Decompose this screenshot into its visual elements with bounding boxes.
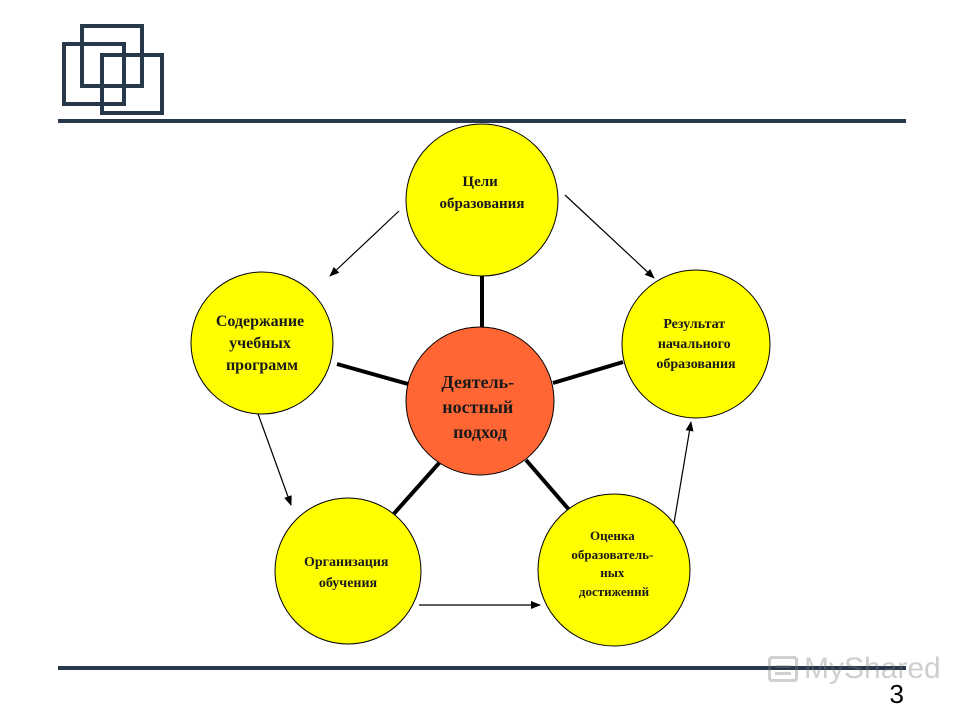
node-result: Результат начального образования (621, 269, 771, 419)
spoke-result (552, 360, 624, 385)
node-content: Содержание учебных программ (190, 271, 334, 415)
node-content-line: учебных (229, 335, 291, 352)
watermark: MyShared (768, 652, 941, 686)
node-organization-line: Организация (304, 555, 389, 570)
overlapping-squares-icon (62, 24, 164, 115)
svg-text:Содержание учебных: Содержание учебных программ (216, 313, 308, 374)
node-assessment-line: достижений (579, 584, 650, 599)
arrow-goals-to-result (564, 194, 655, 279)
node-content-line: программ (226, 357, 298, 374)
node-assessment-line: образователь- (571, 547, 653, 562)
arrow-content-to-organization (256, 410, 292, 506)
node-assessment: Оценка образователь- ных достижений (537, 493, 691, 647)
node-assessment-line: ных (600, 565, 625, 580)
node-center-line: ностный (442, 397, 513, 417)
spoke-organization (389, 460, 442, 519)
projector-icon (768, 656, 798, 682)
node-center: Деятель- ностный подход (405, 326, 555, 476)
svg-text:Оценка образователь-: Оценка образователь- ных достижений (571, 528, 656, 599)
arrow-goals-to-content (329, 210, 400, 277)
node-content-line: Содержание (216, 313, 304, 330)
node-result-line: начального (658, 337, 731, 352)
svg-text:Организация обучения: Организация обучения (304, 555, 392, 591)
node-assessment-line: Оценка (590, 528, 635, 543)
node-center-line: Деятель- (441, 372, 514, 392)
node-goals-line: Цели (462, 174, 498, 190)
svg-text:Деятель- ностный п: Деятель- ностный подход (441, 372, 518, 442)
spoke-content (336, 362, 409, 386)
node-organization: Организация обучения (274, 497, 422, 645)
cycle-arrows (256, 194, 694, 609)
node-organization-line: обучения (319, 576, 378, 591)
spoke-assessment (524, 458, 573, 514)
page-number: 3 (889, 679, 904, 709)
node-center-line: подход (453, 422, 507, 442)
watermark-text: MyShared (804, 652, 941, 685)
svg-text:Результат начального: Результат начального образования (656, 317, 736, 372)
arrow-assessment-to-result (673, 421, 694, 524)
node-result-line: Результат (663, 317, 725, 332)
node-goals: Цели образования (405, 123, 559, 277)
svg-text:Цели образования: Цели образования (440, 174, 525, 212)
node-result-line: образования (656, 357, 736, 372)
node-goals-line: образования (440, 196, 525, 212)
